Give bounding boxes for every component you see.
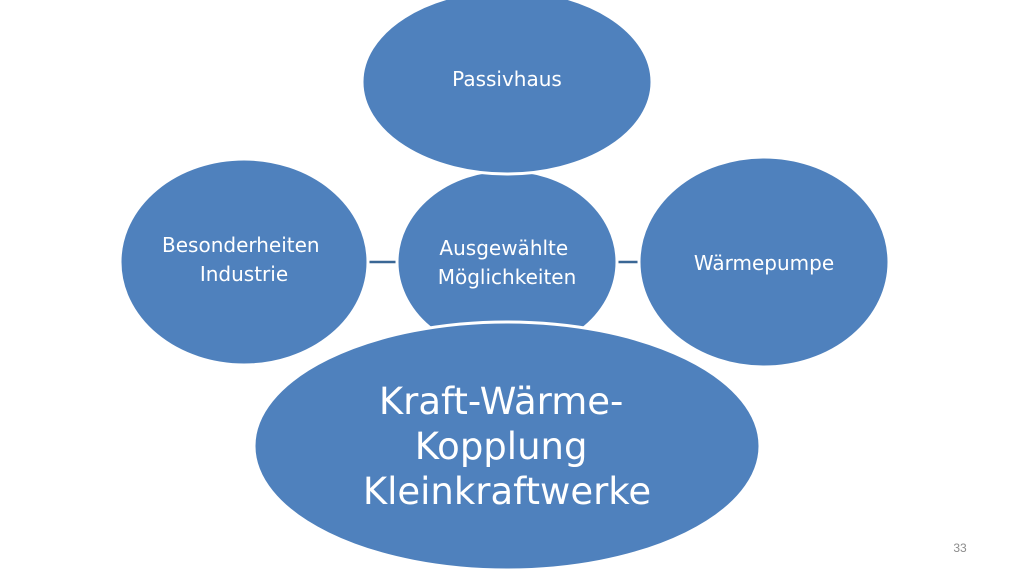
node-besonderheiten-industrie: Besonderheiten Industrie bbox=[118, 157, 370, 367]
node-kwk-line-2: Kopplung bbox=[415, 425, 588, 468]
node-waermepumpe-line-1: Wärmepumpe bbox=[694, 251, 834, 275]
node-kwk-line-3: Kleinkraftwerke bbox=[363, 470, 651, 513]
node-center-line-2: Möglichkeiten bbox=[438, 265, 577, 289]
node-besonderheiten-shape bbox=[118, 157, 370, 367]
slide-number: 33 bbox=[953, 541, 967, 555]
node-passivhaus: Passivhaus bbox=[360, 0, 654, 176]
node-kwk-shape bbox=[252, 320, 762, 572]
node-kraft-waerme-kopplung: Kraft-Wärme- Kopplung Kleinkraftwerke bbox=[252, 320, 762, 572]
node-kwk-line-1: Kraft-Wärme- bbox=[379, 380, 624, 423]
node-passivhaus-shape bbox=[360, 0, 654, 176]
node-besonderheiten-line-1: Besonderheiten bbox=[162, 233, 320, 257]
node-waermepumpe-label: Wärmepumpe bbox=[694, 251, 834, 275]
node-center-label: Ausgewählte Möglichkeiten bbox=[438, 236, 577, 289]
node-besonderheiten-line-2: Industrie bbox=[200, 262, 288, 286]
node-passivhaus-label: Passivhaus bbox=[452, 67, 562, 91]
node-waermepumpe: Wärmepumpe bbox=[637, 155, 891, 369]
node-besonderheiten-label: Besonderheiten Industrie bbox=[162, 233, 326, 286]
node-kwk-label: Kraft-Wärme- Kopplung Kleinkraftwerke bbox=[363, 380, 651, 513]
node-waermepumpe-shape bbox=[637, 155, 891, 369]
node-center-line-1: Ausgewählte bbox=[439, 236, 568, 260]
node-passivhaus-line-1: Passivhaus bbox=[452, 67, 562, 91]
